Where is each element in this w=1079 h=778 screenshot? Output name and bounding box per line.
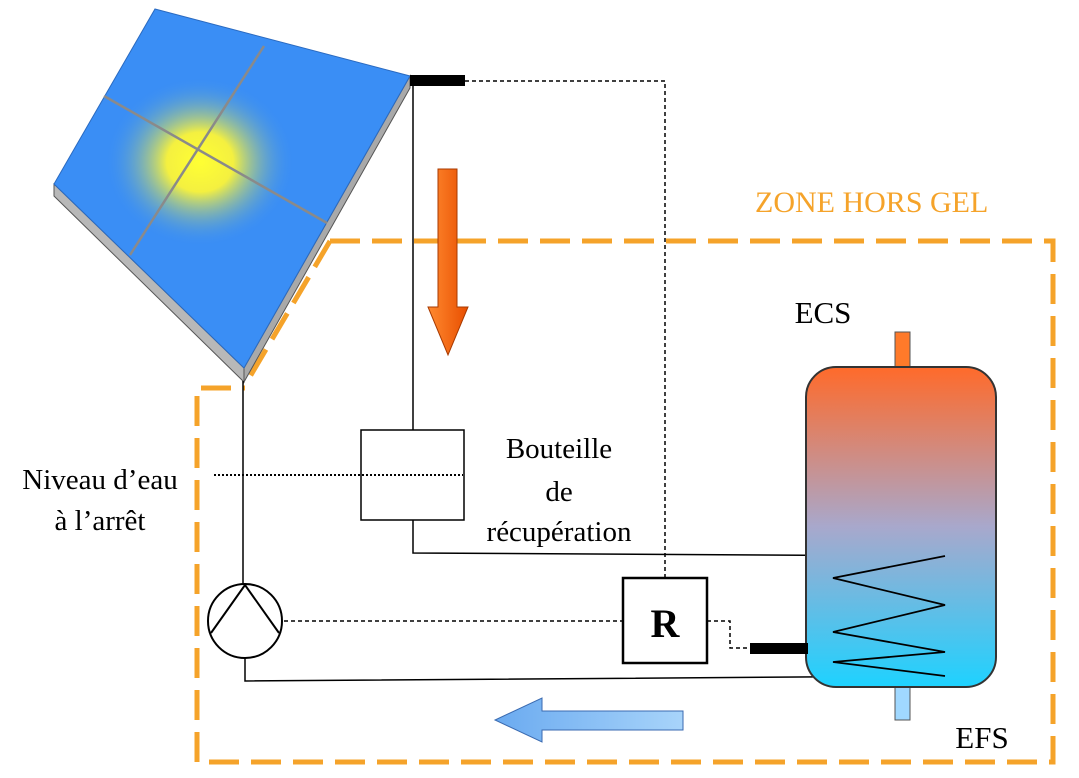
- bottle-label-line1: Bouteille: [506, 433, 612, 465]
- water-level-label-line2: à l’arrêt: [55, 505, 146, 537]
- recovery-bottle: [360, 429, 465, 521]
- solar-panel-icon: [53, 8, 411, 384]
- heat-exchanger-coil: [832, 555, 946, 677]
- collector-sensor: [410, 75, 465, 86]
- ecs-outlet-pipe: [894, 331, 911, 371]
- zone-label: ZONE HORS GEL: [755, 186, 988, 219]
- bottle-label-line2: de: [545, 476, 572, 508]
- regulator-label: R: [651, 601, 681, 646]
- water-level-label-line1: Niveau d’eau: [22, 464, 177, 496]
- efs-label: EFS: [955, 720, 1008, 755]
- collector-sensor-wire: [465, 80, 666, 578]
- ecs-label: ECS: [795, 295, 852, 330]
- storage-tank: [805, 366, 997, 688]
- bottle-label-line3: récupération: [487, 516, 632, 548]
- arrow-down-icon: [427, 168, 469, 357]
- regulator-box: [621, 576, 709, 665]
- frost-free-zone-border: [194, 238, 1056, 765]
- tank-sensor: [750, 643, 808, 654]
- pump-icon: [207, 583, 283, 659]
- tank-sensor-wire: [707, 620, 750, 649]
- arrow-left-icon: [493, 697, 684, 743]
- frost-free-zone-border-diagonal: [242, 239, 333, 387]
- cold-pipe: [244, 658, 946, 682]
- bottle-to-coil-pipe: [412, 520, 946, 557]
